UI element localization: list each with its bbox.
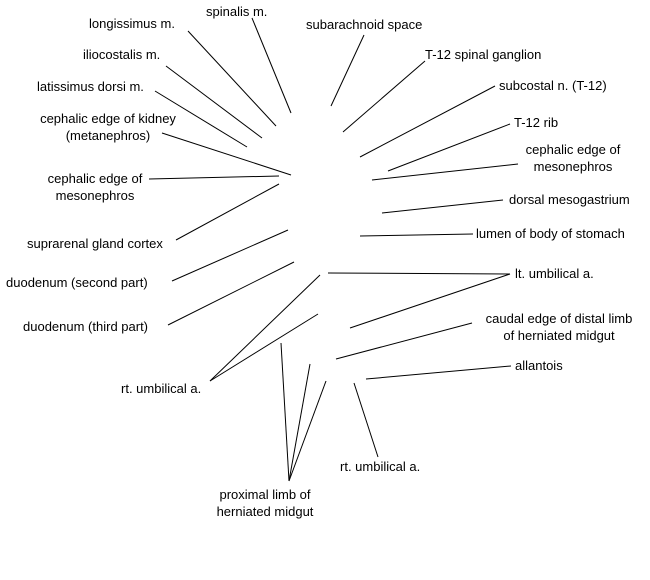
leader-meso-right [371,163,519,181]
leader-proximal-3 [288,380,327,482]
leader-iliocostalis [165,65,263,139]
label-allantois: allantois [515,358,563,373]
leader-lumen-stomach [359,233,474,237]
label-t12-ganglion: T-12 spinal ganglion [425,47,542,62]
label-suprarenal: suprarenal gland cortex [27,236,163,251]
leader-rt-umbilical-bottom [353,382,379,458]
label-mesonephros-left: cephalic edge of mesonephros [47,171,143,203]
label-longissimus: longissimus m. [89,16,175,31]
leader-lt-umbilical-1 [327,272,511,275]
leader-allantois [365,365,512,380]
label-rt-umbilical-bottom: rt. umbilical a. [340,459,421,474]
leader-caudal-edge [335,322,473,360]
label-rt-umbilical-left: rt. umbilical a. [121,381,202,396]
label-mesonephros-right: cephalic edge of mesonephros [525,142,621,174]
leader-proximal-2 [288,363,311,482]
label-latissimus: latissimus dorsi m. [37,79,144,94]
leader-subarachnoid [330,34,365,107]
leader-latissimus [154,90,248,148]
leader-duodenum-2 [171,229,289,282]
label-t12-rib: T-12 rib [514,115,559,130]
label-spinalis: spinalis m. [206,4,268,19]
leader-kidney-edge [161,132,292,176]
leader-rt-umbilical-left-2 [209,313,319,382]
label-subarachnoid: subarachnoid space [306,17,423,32]
leader-lt-umbilical-2 [349,273,511,329]
leader-rt-umbilical-left-1 [209,274,321,382]
label-duodenum-second: duodenum (second part) [6,275,148,290]
label-lt-umbilical: lt. umbilical a. [515,266,594,281]
label-kidney-edge: cephalic edge of kidney (metanephros) [40,111,176,143]
leader-t12-ganglion [342,60,426,133]
leader-duodenum-3 [167,261,295,326]
label-proximal-limb: proximal limb of herniated midgut [216,487,314,519]
leader-spinalis [251,17,292,114]
label-dorsal-mesogastrium: dorsal mesogastrium [509,192,630,207]
label-subcostal: subcostal n. (T-12) [499,78,607,93]
label-caudal-edge: caudal edge of distal limb of herniated … [485,311,633,343]
leader-suprarenal [175,183,280,241]
label-lumen-stomach: lumen of body of stomach [476,226,625,241]
leader-meso-left [148,175,280,180]
label-duodenum-third: duodenum (third part) [23,319,149,334]
leader-t12-rib [387,123,511,172]
leader-proximal-1 [280,342,290,482]
leader-longissimus [187,30,277,127]
leader-subcostal [359,85,496,158]
leader-dorsal-mesogastrium [381,199,504,214]
label-iliocostalis: iliocostalis m. [83,47,161,62]
